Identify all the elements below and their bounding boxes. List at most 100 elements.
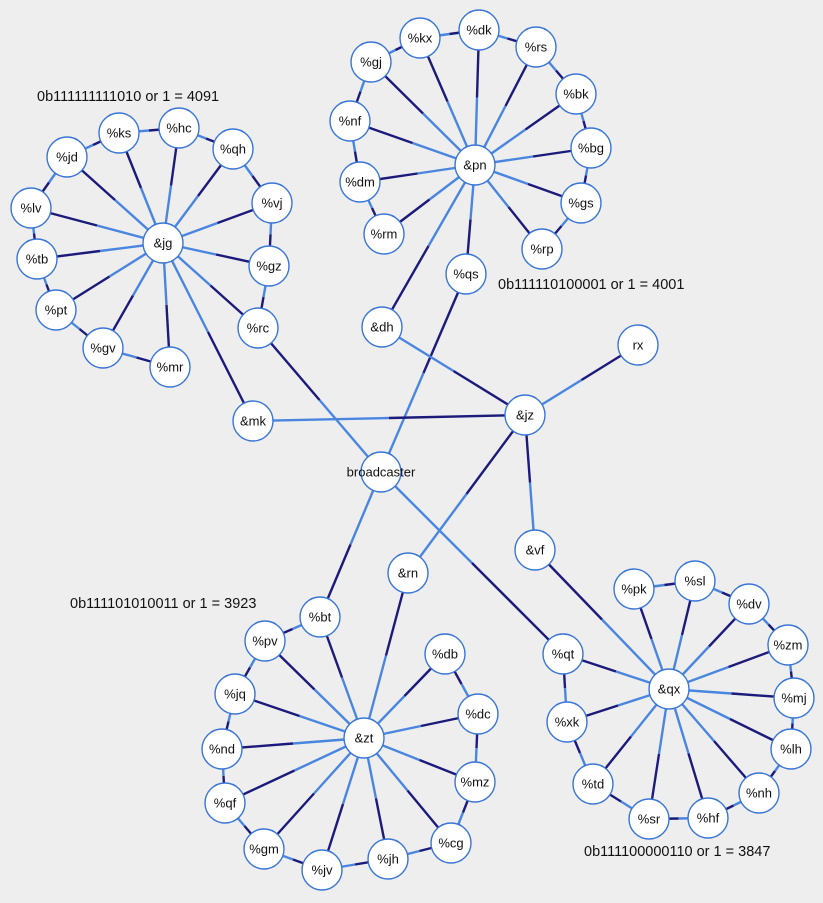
node-circle <box>458 9 500 51</box>
node-circle <box>572 763 614 805</box>
node-db: %db <box>424 633 466 675</box>
node-label: &qx <box>658 682 681 697</box>
node-circle <box>204 782 246 824</box>
node-circle <box>158 107 200 149</box>
node-qx: &qx <box>648 668 690 710</box>
node-label: %mz <box>461 775 490 790</box>
node-circle <box>445 253 487 295</box>
node-label: &zt <box>355 731 374 746</box>
node-label: %gs <box>568 196 594 211</box>
node-label: %qs <box>453 267 479 282</box>
node-circle <box>454 761 496 803</box>
node-vj: %vj <box>251 182 293 224</box>
node-label: %lv <box>21 201 42 216</box>
node-circle <box>521 228 563 270</box>
node-circle <box>555 73 597 115</box>
node-circle <box>212 128 254 170</box>
node-dk: %dk <box>458 9 500 51</box>
node-rp: %rp <box>521 228 563 270</box>
node-circle <box>546 701 588 743</box>
node-dc: %dc <box>457 693 499 735</box>
node-label: %qt <box>552 647 575 662</box>
node-circle <box>430 822 472 864</box>
node-circle <box>299 596 341 638</box>
node-circle <box>514 529 556 571</box>
node-label: &dh <box>370 320 393 335</box>
node-circle <box>343 717 385 759</box>
node-circle <box>424 633 466 675</box>
node-circle <box>46 136 88 178</box>
node-label: %ks <box>107 126 132 141</box>
node-circle <box>244 620 286 662</box>
node-circle <box>363 213 405 255</box>
node-gs: %gs <box>560 182 602 224</box>
node-dv: %dv <box>728 583 770 625</box>
node-label: %dc <box>465 707 491 722</box>
node-circle <box>214 673 256 715</box>
node-bk: %bk <box>555 73 597 115</box>
node-circle <box>10 187 52 229</box>
node-circle <box>201 728 243 770</box>
node-jd: %jd <box>46 136 88 178</box>
node-qf: %qf <box>204 782 246 824</box>
node-label: %qf <box>214 796 237 811</box>
node-circle <box>560 182 602 224</box>
node-hf: %hf <box>687 797 729 839</box>
node-label: %sr <box>638 812 661 827</box>
node-zt: &zt <box>343 717 385 759</box>
node-label: broadcaster <box>347 465 416 480</box>
node-label: %pk <box>621 582 647 597</box>
node-nd: %nd <box>201 728 243 770</box>
node-circle <box>387 552 429 594</box>
node-label: %pt <box>45 303 68 318</box>
node-gm: %gm <box>243 828 285 870</box>
node-label: %db <box>432 647 458 662</box>
node-label: %rp <box>530 242 553 257</box>
node-label: &jz <box>516 408 534 423</box>
node-label: %xk <box>555 715 580 730</box>
node-qh: %qh <box>212 128 254 170</box>
node-circle <box>570 127 612 169</box>
node-circle <box>232 400 274 442</box>
node-circle <box>454 144 496 186</box>
node-mr: %mr <box>149 346 191 388</box>
node-circle <box>399 17 441 59</box>
node-bg: %bg <box>570 127 612 169</box>
node-rm: %rm <box>363 213 405 255</box>
node-label: %bg <box>578 141 604 156</box>
node-tb: %tb <box>16 238 58 280</box>
node-circle <box>687 797 729 839</box>
node-label: %gj <box>360 55 382 70</box>
node-circle <box>767 624 809 666</box>
node-label: %jv <box>312 863 333 878</box>
node-label: %nh <box>746 786 772 801</box>
node-label: %gm <box>249 842 279 857</box>
node-jq: %jq <box>214 673 256 715</box>
node-label: %lh <box>780 742 802 757</box>
node-label: %rs <box>525 40 548 55</box>
node-label: &vf <box>526 543 545 558</box>
node-pn: &pn <box>454 144 496 186</box>
node-circle <box>728 583 770 625</box>
node-circle <box>504 394 546 436</box>
node-rx: rx <box>617 324 659 366</box>
node-circle <box>98 112 140 154</box>
node-label: %hc <box>166 121 192 136</box>
cycle-annotation-zt: 0b111101010011 or 1 = 3923 <box>70 596 256 612</box>
node-circle <box>248 245 290 287</box>
node-label: %td <box>582 777 604 792</box>
node-label: rx <box>633 338 644 353</box>
node-circle <box>361 306 403 348</box>
node-circle <box>515 26 557 68</box>
node-label: %mr <box>157 360 184 375</box>
node-rs: %rs <box>515 26 557 68</box>
node-label: %kx <box>408 31 433 46</box>
node-label: %gv <box>90 341 116 356</box>
node-label: %gz <box>256 259 281 274</box>
node-circle <box>628 798 670 840</box>
node-rn: &rn <box>387 552 429 594</box>
node-nh: %nh <box>738 772 780 814</box>
node-circle <box>542 633 584 675</box>
node-label: %rc <box>247 321 270 336</box>
